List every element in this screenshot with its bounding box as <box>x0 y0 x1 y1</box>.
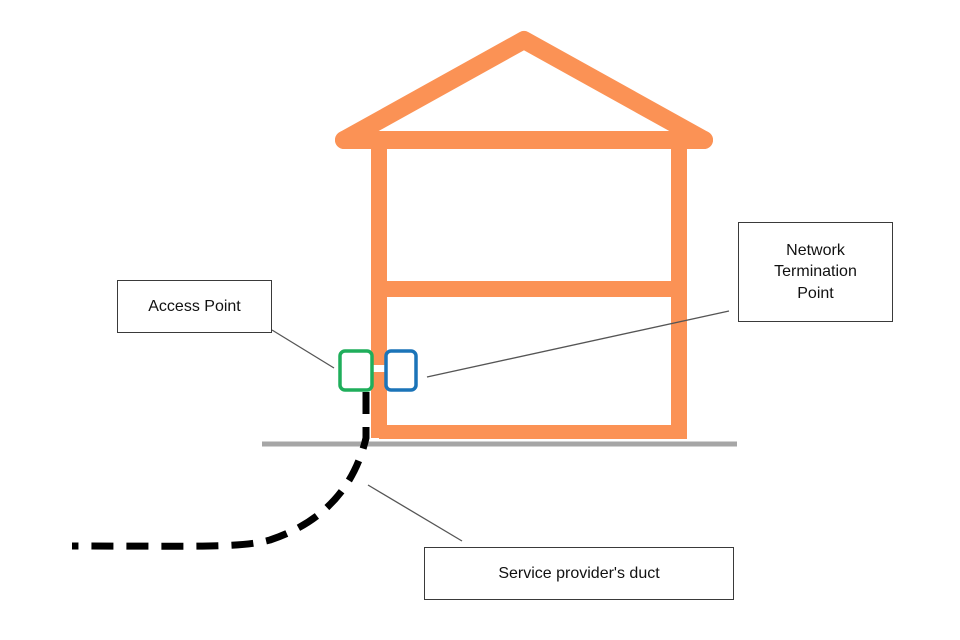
service-provider-duct-label: Service provider's duct <box>424 547 734 600</box>
connector-bar <box>365 365 387 372</box>
network-termination-point-icon <box>384 349 418 392</box>
leader-line-ntp <box>426 310 730 378</box>
service-provider-duct-line <box>71 392 370 550</box>
leader-line-duct <box>367 484 463 542</box>
access-point-label-text: Access Point <box>148 297 241 315</box>
network-termination-point-label: Network Termination Point <box>738 222 893 322</box>
leader-line-access-point <box>271 329 335 369</box>
access-point-label: Access Point <box>117 280 272 333</box>
access-point-icon <box>338 349 374 392</box>
house-roof <box>335 31 713 149</box>
service-provider-duct-label-text: Service provider's duct <box>498 564 660 582</box>
house <box>335 31 713 439</box>
network-termination-point-label-text: Network Termination Point <box>774 241 857 302</box>
